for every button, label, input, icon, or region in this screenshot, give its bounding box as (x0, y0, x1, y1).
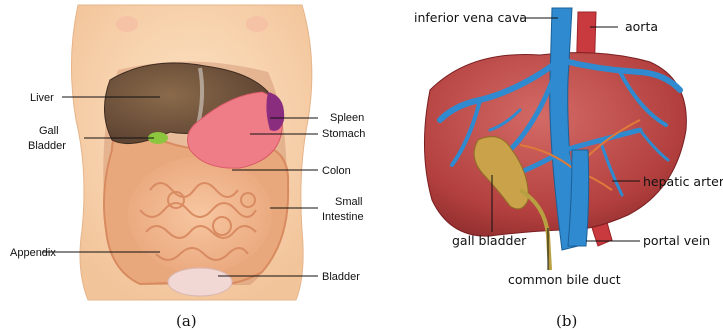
label-colon: Colon (322, 165, 351, 177)
bladder-shape (168, 268, 232, 296)
label-spleen: Spleen (330, 112, 364, 124)
caption-b: (b) (556, 312, 577, 330)
label-gall-bladder-line2: Bladder (28, 140, 66, 152)
chest-mark-left (116, 16, 138, 32)
label-inferior-vena-cava: inferior vena cava (414, 10, 527, 25)
chest-mark-right (246, 16, 268, 32)
label-appendix: Appendix (10, 247, 56, 259)
label-hepatic-artery: hepatic artery (643, 174, 723, 189)
panel-b-illustration (424, 8, 686, 270)
label-stomach: Stomach (322, 128, 365, 140)
label-bladder: Bladder (322, 271, 360, 283)
label-gall-bladder-line1: Gall (39, 125, 59, 137)
label-aorta: aorta (625, 19, 658, 34)
caption-a: (a) (176, 312, 197, 330)
label-common-bile-duct: common bile duct (508, 272, 621, 287)
panel-a-illustration (71, 5, 311, 300)
label-portal-vein: portal vein (643, 233, 710, 248)
label-small-intestine-line2: Intestine (322, 211, 364, 223)
label-gall-bladder-b: gall bladder (452, 233, 527, 248)
label-liver: Liver (30, 92, 54, 104)
label-small-intestine-line1: Small (335, 196, 363, 208)
